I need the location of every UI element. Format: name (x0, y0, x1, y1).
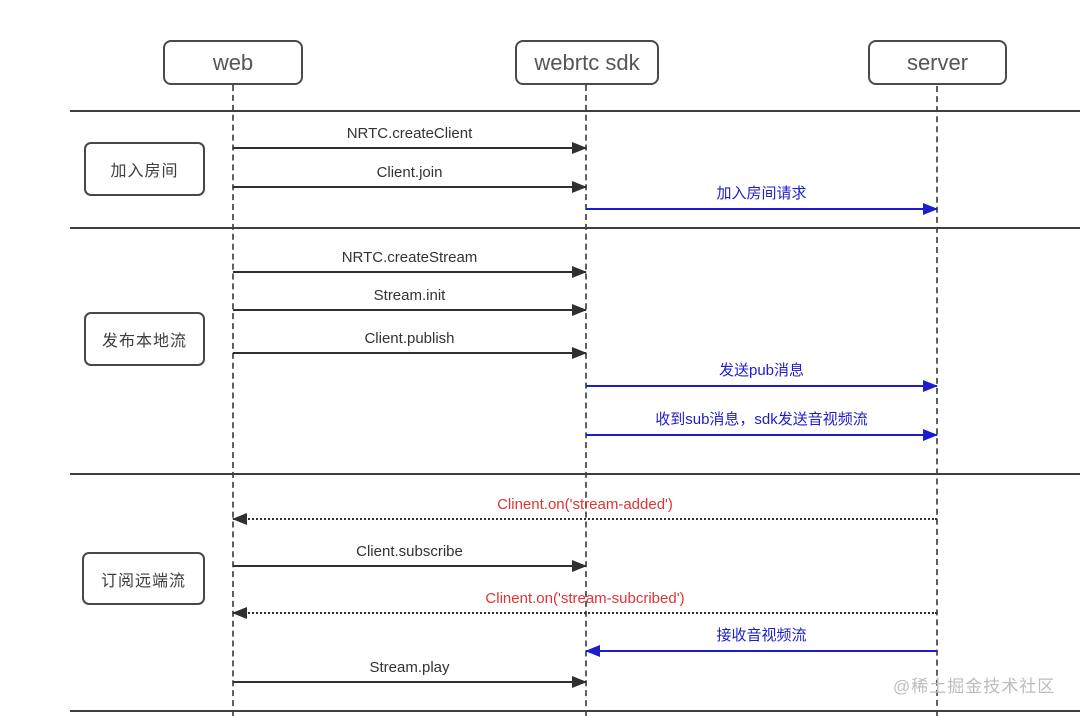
arrowhead-left-icon (232, 513, 247, 525)
arrow-line (233, 518, 937, 520)
arrowhead-right-icon (572, 304, 587, 316)
message-join-room-request: 加入房间请求 (586, 180, 938, 215)
arrowhead-right-icon (572, 676, 587, 688)
message-recv-sub-send-av: 收到sub消息，sdk发送音视频流 (586, 406, 938, 441)
message-label: 发送pub消息 (718, 362, 805, 379)
arrow-line (586, 434, 937, 436)
arrowhead-right-icon (572, 181, 587, 193)
message-client-publish: Client.publish (233, 324, 587, 359)
watermark: @稀土掘金技术社区 (893, 677, 1056, 696)
message-nrtc-createclient: NRTC.createClient (233, 119, 587, 154)
arrowhead-right-icon (572, 560, 587, 572)
actor-webrtc-sdk-label: webrtc sdk (534, 49, 640, 75)
arrowhead-right-icon (923, 203, 938, 215)
message-stream-init: Stream.init (233, 281, 587, 316)
arrow-line (586, 385, 937, 387)
arrow-line (233, 186, 586, 188)
arrow-line (233, 309, 586, 311)
phase-subscribe-remote-stream-label: 订阅远端流 (100, 572, 186, 590)
section-divider-3 (70, 473, 1080, 475)
message-send-pub: 发送pub消息 (586, 357, 938, 392)
arrow-line (233, 147, 586, 149)
actor-server: server (868, 40, 1007, 85)
arrowhead-left-icon (232, 607, 247, 619)
actor-webrtc-sdk: webrtc sdk (515, 40, 659, 85)
phase-publish-local-stream: 发布本地流 (84, 312, 205, 366)
actor-web: web (163, 40, 303, 85)
message-label: NRTC.createStream (341, 249, 478, 266)
arrowhead-right-icon (572, 142, 587, 154)
actor-web-label: web (212, 49, 254, 75)
message-nrtc-createstream: NRTC.createStream (233, 243, 587, 278)
message-label: Stream.play (369, 659, 450, 676)
section-divider-4 (70, 710, 1080, 712)
arrowhead-right-icon (923, 380, 938, 392)
lifeline-webrtc-sdk (585, 85, 587, 716)
message-client-subscribe: Client.subscribe (233, 537, 587, 572)
message-label: NRTC.createClient (346, 125, 473, 142)
arrow-line (233, 271, 586, 273)
message-stream-subscribed-event: Clinent.on('stream-subcribed') (232, 584, 937, 619)
message-label: Clinent.on('stream-subcribed') (485, 590, 685, 607)
message-label: Client.publish (364, 330, 455, 347)
lifeline-server (936, 86, 938, 716)
message-stream-added-event: Clinent.on('stream-added') (232, 490, 937, 525)
phase-publish-local-stream-label: 发布本地流 (101, 333, 187, 350)
message-label: Stream.init (373, 287, 446, 304)
arrow-line (233, 612, 937, 614)
message-label: Client.join (376, 164, 443, 181)
arrowhead-left-icon (585, 645, 600, 657)
message-receive-av-stream: 接收音视频流 (585, 622, 937, 657)
lifeline-web (232, 85, 234, 716)
arrow-line (233, 681, 586, 683)
section-divider-1 (70, 110, 1080, 112)
phase-join-room: 加入房间 (84, 142, 205, 196)
message-client-join: Client.join (233, 158, 587, 193)
arrowhead-right-icon (923, 429, 938, 441)
section-divider-2 (70, 227, 1080, 229)
arrow-line (586, 208, 937, 210)
message-stream-play: Stream.play (233, 653, 587, 688)
phase-join-room-label: 加入房间 (110, 163, 179, 180)
arrow-line (233, 352, 586, 354)
message-label: 收到sub消息，sdk发送音视频流 (655, 411, 868, 428)
message-label: 接收音视频流 (716, 627, 807, 644)
phase-subscribe-remote-stream: 订阅远端流 (82, 552, 205, 605)
arrow-line (233, 565, 586, 567)
message-label: 加入房间请求 (716, 185, 807, 202)
arrowhead-right-icon (572, 347, 587, 359)
message-label: Clinent.on('stream-added') (497, 496, 673, 513)
actor-server-label: server (906, 49, 969, 75)
arrowhead-right-icon (572, 266, 587, 278)
arrow-line (586, 650, 937, 652)
message-label: Client.subscribe (356, 543, 463, 560)
